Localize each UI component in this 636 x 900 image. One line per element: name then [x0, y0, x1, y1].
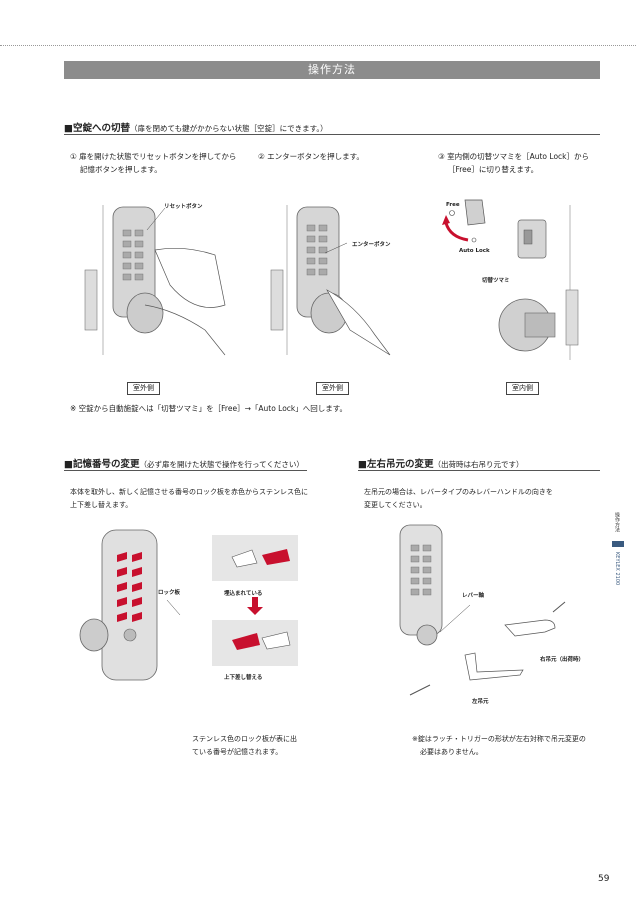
knob-switch-illustration — [442, 199, 579, 360]
label-auto-lock: Auto Lock — [459, 248, 490, 254]
section2-body: 本体を取外し、新しく記憶させる番号のロック板を赤色からステンレス色に上下差し替え… — [70, 488, 308, 509]
section2-rule — [64, 470, 307, 471]
lever-handle-illustration — [399, 524, 566, 696]
label-lock-plate: ロック板 — [158, 590, 181, 596]
label-swap: 上下差し替える — [224, 675, 263, 681]
label-lever-shaft: レバー軸 — [462, 593, 485, 599]
label-indoor: 室内側 — [506, 382, 539, 395]
side-product-label: KEYLEX 2100 — [614, 552, 620, 586]
section3-caption: ※錠はラッチ・トリガーの形状が左右対称で吊元変更の必要はありません。 — [412, 735, 586, 756]
side-section-label: 操作方法 — [614, 512, 620, 532]
page-title: 操作方法 — [64, 61, 600, 79]
label-left-hinge: 左吊元 — [472, 699, 489, 705]
reset-button-illustration — [84, 205, 226, 356]
step3-text: ③ 室内側の切替ツマミを［Auto Lock］から［Free］に切り替えます。 — [438, 152, 590, 174]
enter-button-illustration — [270, 205, 391, 356]
section3-heading: ■左右吊元の変更（出荷時は右吊り元です） — [358, 459, 524, 470]
label-outdoor-1: 室外側 — [127, 382, 160, 395]
label-enter-button: エンターボタン — [352, 242, 391, 248]
label-knob: 切替ツマミ — [482, 278, 510, 284]
section1-heading: ■空錠への切替（扉を閉めても鍵がかからない状態［空錠］にできます。） — [64, 123, 328, 134]
page-number: 59 — [598, 874, 610, 884]
label-embedded: 埋込まれている — [224, 591, 263, 597]
top-dotted-rule — [0, 45, 636, 46]
section2-caption: ステンレス色のロック板が表に出ている番号が記憶されます。 — [192, 735, 297, 756]
section1-rule — [64, 134, 600, 135]
side-tab-marker — [612, 541, 624, 547]
plate-swap-illustration — [212, 535, 298, 666]
section3-body: 左吊元の場合は、レバータイプのみレバーハンドルの向きを変更してください。 — [364, 488, 553, 509]
step1-text: ① 扉を開けた状態でリセットボタンを押してから記憶ボタンを押します。 — [70, 152, 237, 174]
label-free: Free — [446, 202, 460, 208]
lock-plate-illustration — [79, 529, 181, 681]
label-outdoor-2: 室外側 — [316, 382, 349, 395]
section2-heading: ■記憶番号の変更（必ず扉を開けた状態で操作を行ってください） — [64, 459, 304, 470]
section3-rule — [358, 470, 600, 471]
label-right-hinge: 右吊元（出荷時） — [540, 657, 585, 663]
label-reset-button: リセットボタン — [164, 204, 203, 210]
step2-text: ② エンターボタンを押します。 — [258, 152, 364, 161]
section1-note: ※ 空錠から自動施錠へは「切替ツマミ」を［Free］→「Auto Lock」へ回… — [70, 404, 348, 413]
